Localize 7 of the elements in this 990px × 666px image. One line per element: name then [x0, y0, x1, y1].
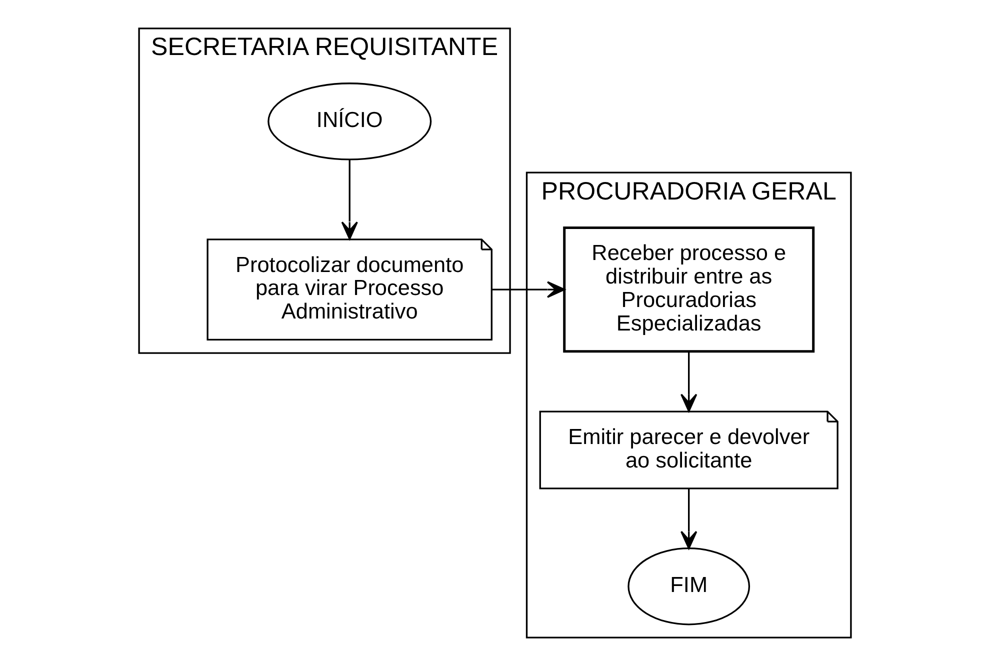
arrow: [492, 281, 566, 298]
node-ellipse: FIM: [628, 548, 750, 626]
arrow: [680, 488, 698, 550]
arrow: [680, 352, 698, 412]
node-ellipse: INÍCIO: [268, 82, 432, 160]
node-box: Receber processo e distribuir entre as Procuradorias Especializadas: [563, 226, 815, 353]
arrow: [341, 160, 358, 240]
